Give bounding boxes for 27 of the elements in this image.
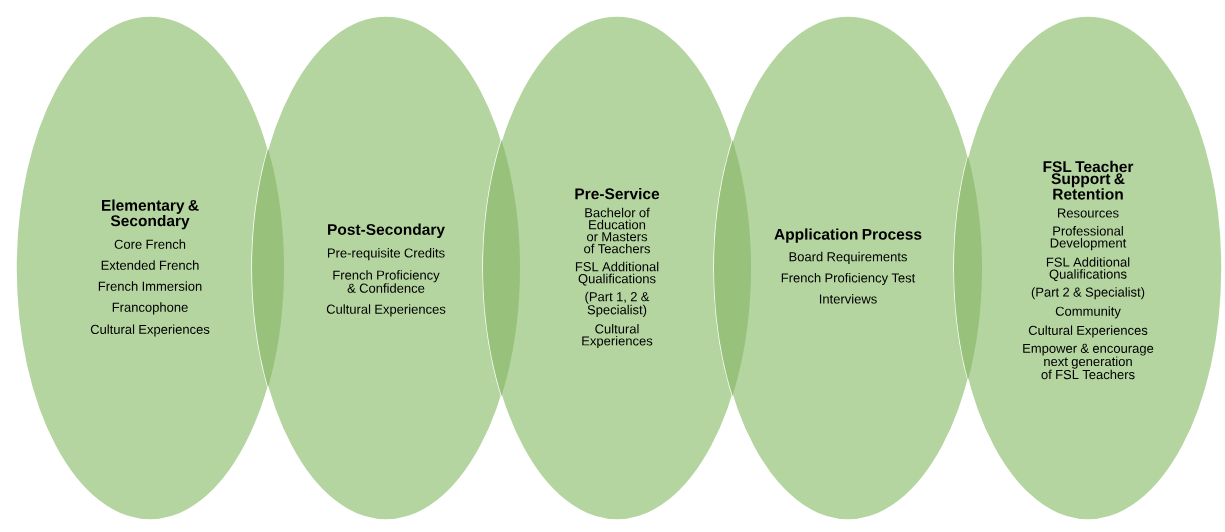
list-item: French Proficiency & Confidence [333,270,440,293]
list-item: Resources [1058,208,1119,218]
list-item: Core French [114,239,186,249]
list-item: Professional Development [1050,226,1127,251]
list-item: Cultural Experiences [326,304,446,317]
list-item: Pre-requisite Credits [328,248,445,261]
list-item: Empower & encourage next generation of FSL Teachers [1023,343,1154,380]
list-item: Cultural Experiences [90,324,210,337]
list-item: (Part 2 & Specialist) [1031,287,1145,300]
ellipse-heading: Pre-Service [575,187,660,200]
list-item: Bachelor of Education or Masters of Teachers [584,207,650,254]
list-item: Interviews [819,294,877,304]
list-item: FSL Additional Qualifications [575,261,659,286]
ellipse-heading: FSL Teacher Support & Retention [1043,160,1134,200]
list-item: Community [1055,306,1121,319]
ellipse-heading: Elementary & Secondary [102,199,199,230]
list-item: Board Requirements [789,251,907,264]
list-item: Francophone [112,302,188,315]
list-item: Extended French [101,260,199,270]
list-item: Cultural Experiences [1028,325,1148,338]
ellipse-heading: Application Process [774,228,922,243]
list-item: Cultural Experiences [582,323,653,349]
ellipse-heading: Post-Secondary [328,223,445,239]
list-item: French Proficiency Test [781,272,916,286]
list-item: FSL Additional Qualifications [1046,257,1130,282]
list-item: (Part 1, 2 & Specialist) [585,291,650,317]
list-item: French Immersion [98,281,202,291]
